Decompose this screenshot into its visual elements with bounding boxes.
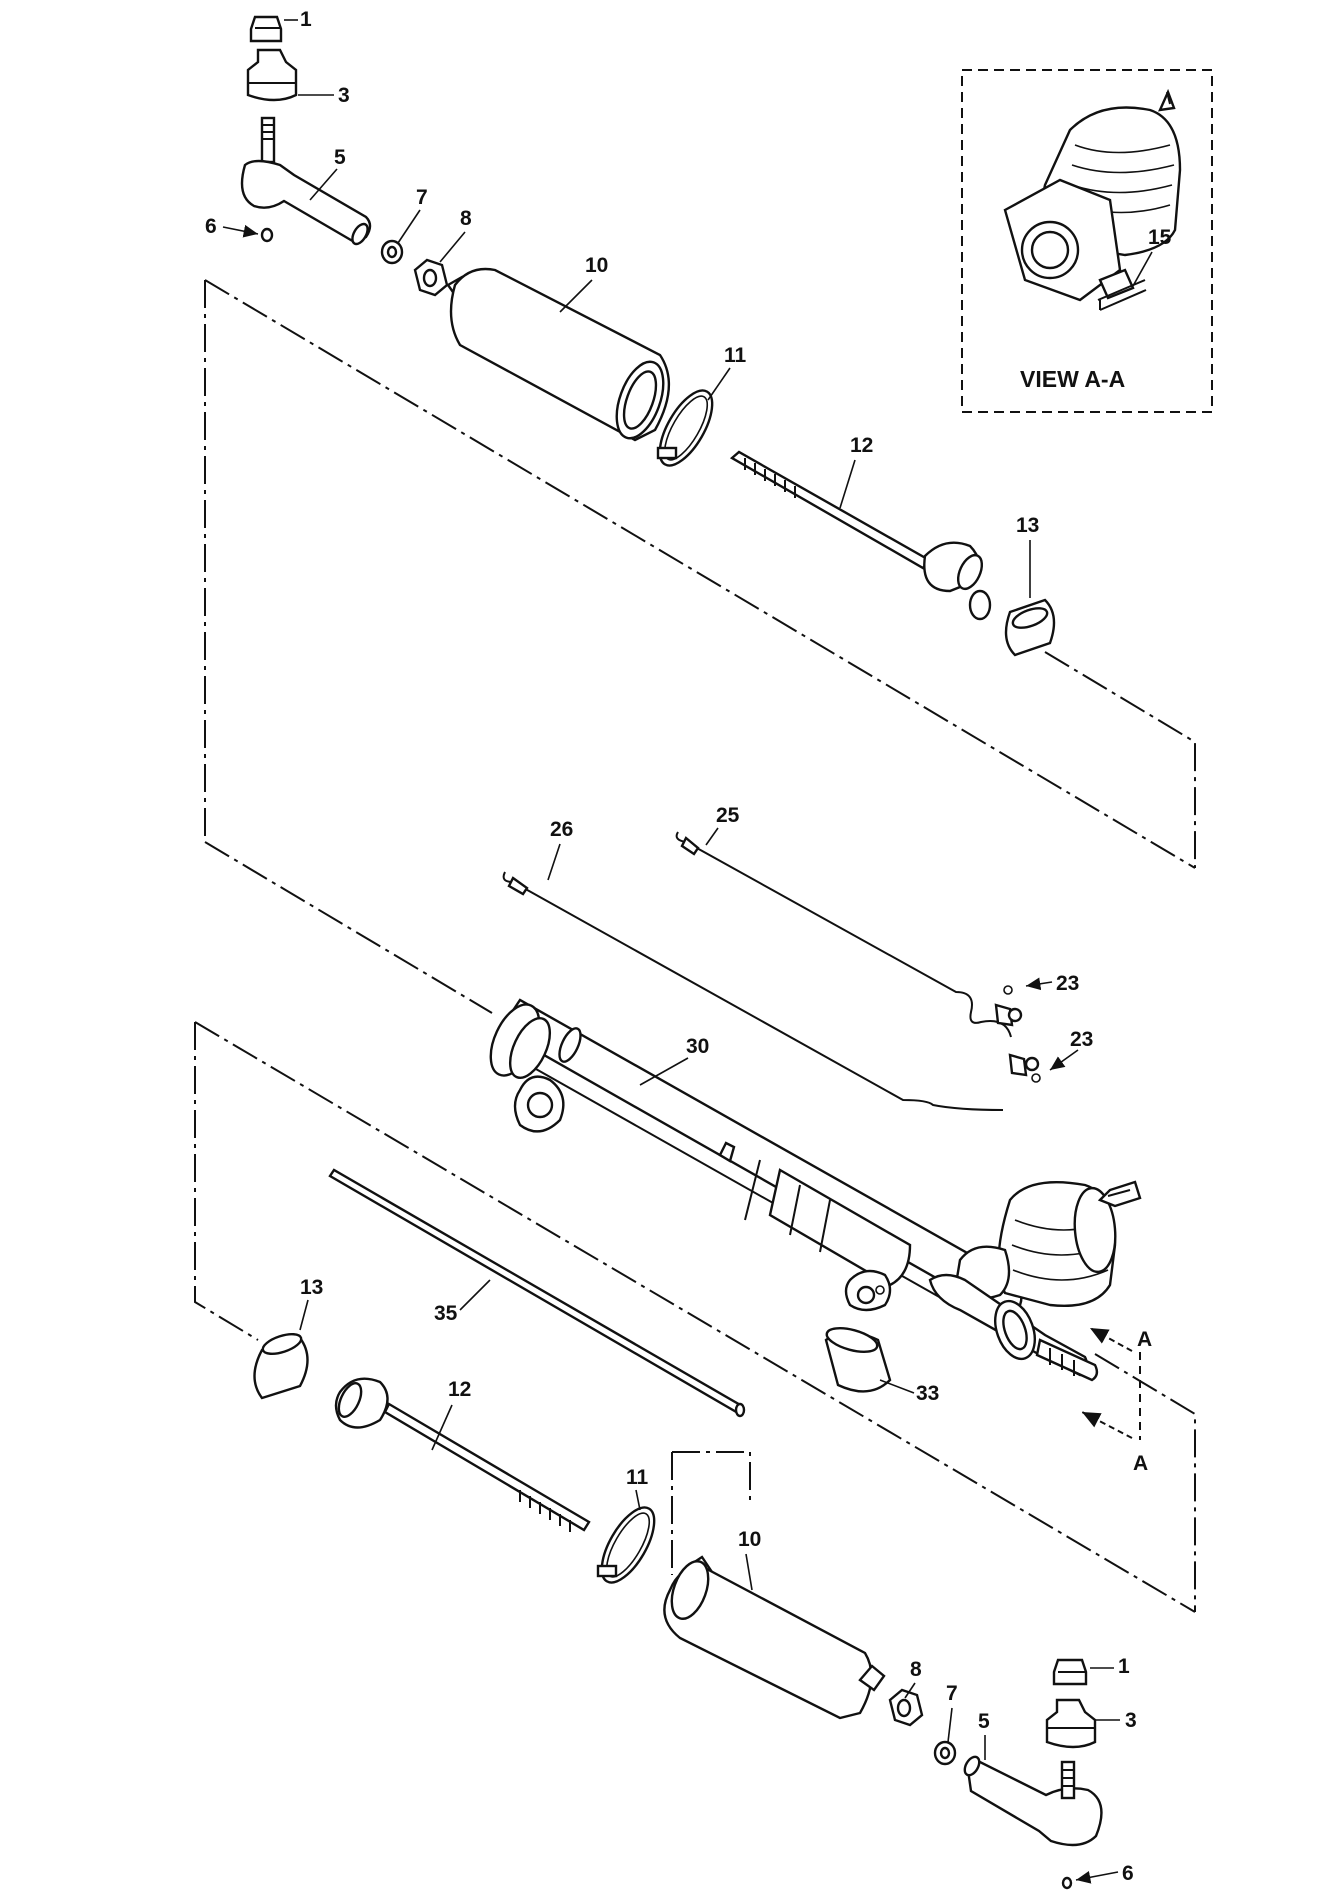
callout-30: 30 [686, 1035, 709, 1058]
callout-5-bottom: 5 [978, 1710, 990, 1733]
callout-5-top: 5 [334, 146, 346, 169]
section-arrows [1081, 1327, 1141, 1440]
view-title: VIEW A-A [1020, 366, 1125, 392]
bottom-boot [1045, 1698, 1097, 1749]
valve-body [928, 1180, 1142, 1382]
callout-33: 33 [916, 1382, 939, 1405]
view-valve-body [1003, 88, 1182, 311]
section-label-a-upper: A [1137, 1328, 1152, 1351]
top-inner-tie-rod [729, 450, 992, 621]
view-a-a-inset: 15 VIEW A-A [961, 69, 1213, 413]
callout-26: 26 [550, 818, 573, 841]
callout-10-bottom: 10 [738, 1528, 761, 1551]
bottom-bellows [663, 1555, 886, 1720]
callout-6-bottom: 6 [1122, 1862, 1134, 1885]
rack-housing [489, 998, 1023, 1322]
top-tie-rod-end [240, 159, 372, 245]
callout-11-bottom: 11 [626, 1466, 649, 1489]
bottom-clamp [596, 1506, 656, 1584]
top-boot [246, 48, 298, 102]
pipe-lower [502, 871, 1040, 1111]
lower-assembly-frame [194, 1021, 1196, 1613]
callout-25: 25 [716, 804, 740, 827]
top-bellows [446, 267, 670, 442]
view-callout-15: 15 [1148, 226, 1172, 249]
upper-assembly-frame [204, 279, 1196, 1014]
callout-23-upper: 23 [1056, 972, 1079, 995]
callout-1-bottom: 1 [1118, 1655, 1130, 1678]
top-cotter-pin [260, 227, 274, 243]
callout-10-top: 10 [585, 254, 608, 277]
callout-3-bottom: 3 [1125, 1709, 1137, 1732]
callout-3-top: 3 [338, 84, 350, 107]
bottom-inner-tie-rod [334, 1377, 591, 1532]
callout-8-bottom: 8 [910, 1658, 922, 1681]
callout-35: 35 [434, 1302, 458, 1325]
callout-8-top: 8 [460, 207, 472, 230]
rack [328, 1168, 746, 1418]
top-tie-rod-end-group [240, 15, 449, 297]
callout-1-top: 1 [300, 8, 312, 31]
callout-12-bottom: 12 [448, 1378, 471, 1401]
oring-lower [1031, 1073, 1041, 1083]
callout-12-top: 12 [850, 434, 873, 457]
callout-13-bottom: 13 [300, 1276, 323, 1299]
top-clamp [656, 389, 714, 467]
oring-upper [1003, 985, 1013, 995]
callout-7-top: 7 [416, 186, 428, 209]
top-bushing [1004, 598, 1056, 657]
callout-6-top: 6 [205, 215, 217, 238]
bottom-tie-rod-end [963, 1755, 1103, 1847]
callout-23-lower: 23 [1070, 1028, 1093, 1051]
callout-11-top: 11 [724, 344, 747, 367]
callout-13-top: 13 [1016, 514, 1039, 537]
section-label-a-lower: A [1133, 1452, 1148, 1475]
bottom-bushing [253, 1332, 309, 1400]
pipe-upper [675, 831, 1023, 1038]
seal [824, 1327, 892, 1393]
callout-7-bottom: 7 [946, 1682, 958, 1705]
bottom-cotter-pin [1061, 1876, 1073, 1890]
